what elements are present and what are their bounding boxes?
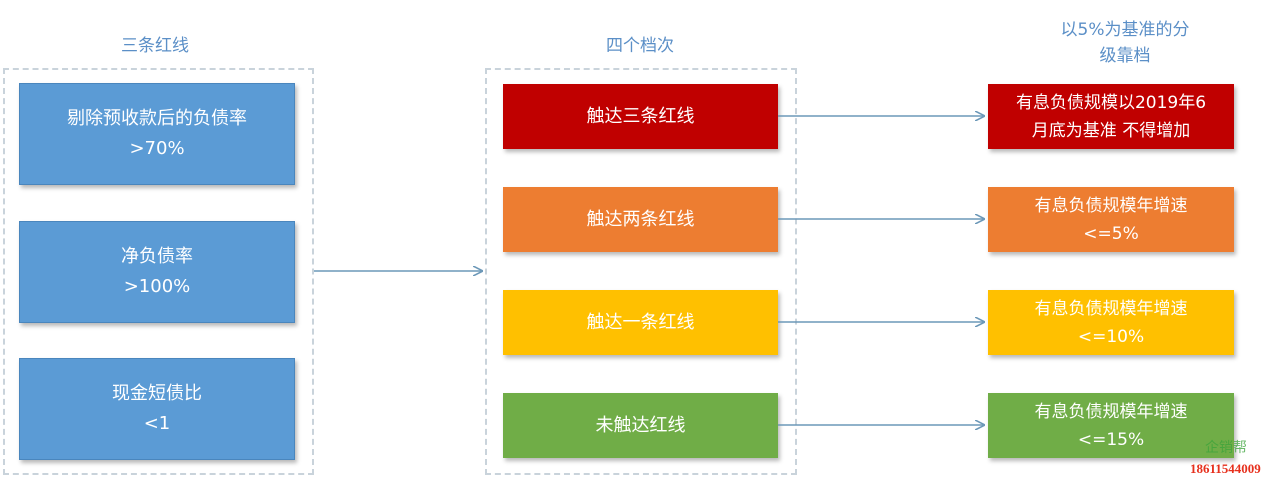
metric-name: 净负债率 <box>121 246 193 267</box>
rule-line-1: 有息负债规模年增速 <box>1034 401 1188 422</box>
rule-box-no-increase: 有息负债规模以2019年6 月底为基准 不得增加 <box>988 84 1234 149</box>
rule-box-growth-15: 有息负债规模年增速 <=15% <box>988 393 1234 458</box>
rule-line-2: <=10% <box>1077 326 1145 347</box>
rule-line-2: 月底为基准 不得增加 <box>1031 120 1191 141</box>
metric-threshold: <1 <box>143 413 171 434</box>
metric-name: 剔除预收款后的负债率 <box>67 108 247 129</box>
rule-line-2: <=15% <box>1077 429 1145 450</box>
metrics-group <box>3 68 314 475</box>
tiers-column-title: 四个档次 <box>606 36 674 56</box>
tier-label: 触达三条红线 <box>586 105 695 127</box>
metrics-column-title: 三条红线 <box>121 36 189 56</box>
metric-box-net-debt-ratio: 净负债率 >100% <box>19 221 295 323</box>
rule-line-1: 有息负债规模年增速 <box>1034 195 1188 216</box>
rule-line-2: <=5% <box>1083 223 1139 244</box>
watermark-logo: 企销帮 <box>1205 440 1247 456</box>
watermark-phone: 18611544009 <box>1190 461 1261 476</box>
metric-threshold: >70% <box>129 138 185 159</box>
rule-line-1: 有息负债规模年增速 <box>1034 298 1188 319</box>
rule-box-growth-10: 有息负债规模年增速 <=10% <box>988 290 1234 355</box>
rules-column-title: 以5%为基准的分 级靠档 <box>1060 20 1190 66</box>
tier-label: 触达两条红线 <box>586 208 695 230</box>
rule-line-1: 有息负债规模以2019年6 <box>1015 92 1207 113</box>
tier-box-two-lines: 触达两条红线 <box>503 187 778 252</box>
tier-label: 触达一条红线 <box>586 311 695 333</box>
tier-label: 未触达红线 <box>595 414 686 436</box>
tier-box-one-line: 触达一条红线 <box>503 290 778 355</box>
metric-threshold: >100% <box>123 276 191 297</box>
metric-box-cash-short-debt-ratio: 现金短债比 <1 <box>19 358 295 460</box>
tier-box-three-lines: 触达三条红线 <box>503 84 778 149</box>
metric-box-liability-ratio: 剔除预收款后的负债率 >70% <box>19 83 295 185</box>
metric-name: 现金短债比 <box>112 383 202 404</box>
tier-box-no-lines: 未触达红线 <box>503 393 778 458</box>
rule-box-growth-5: 有息负债规模年增速 <=5% <box>988 187 1234 252</box>
tiers-group <box>485 68 797 475</box>
